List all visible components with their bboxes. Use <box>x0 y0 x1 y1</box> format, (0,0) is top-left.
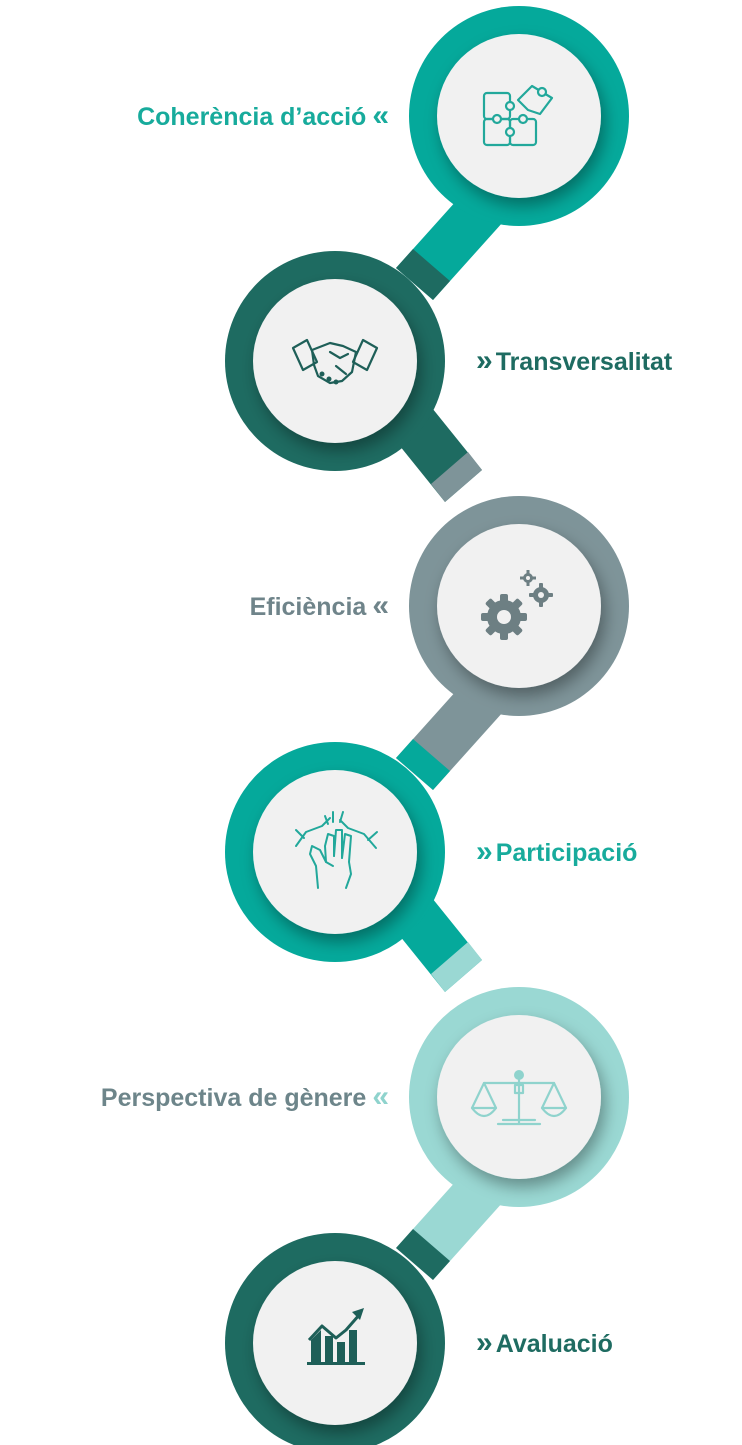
step-title: Eficiència <box>249 593 367 621</box>
connector-3-shade <box>396 739 450 790</box>
gears-icon <box>481 570 553 640</box>
chevron-right-icon: » <box>476 344 493 377</box>
inner-circle-2 <box>253 279 417 443</box>
scale-icon <box>470 1070 568 1126</box>
label-perspectiva-genere: Perspectiva de gènere« <box>0 1067 392 1127</box>
step-title: Coherència d’acció <box>137 103 367 131</box>
connector-5-shade <box>396 1229 450 1280</box>
step-title: Transversalitat <box>495 348 673 376</box>
step-title: Avaluació <box>495 1330 613 1358</box>
handshake-icon <box>291 338 379 385</box>
inner-circle-6 <box>253 1261 417 1425</box>
label-transversalitat: »Transversalitat <box>470 331 672 391</box>
label-coherencia-accio: Coherència d’acció« <box>0 86 392 146</box>
connector-4-shade <box>431 942 482 992</box>
puzzle-icon <box>482 84 554 147</box>
label-eficiencia: Eficiència« <box>0 576 392 636</box>
chevron-right-icon: » <box>476 835 493 868</box>
step-title: Perspectiva de gènere <box>100 1084 367 1112</box>
connector-1-shade <box>396 249 450 300</box>
chevron-left-icon: « <box>372 589 389 622</box>
chevron-left-icon: « <box>372 99 389 132</box>
chevron-left-icon: « <box>372 1080 389 1113</box>
label-avaluacio: »Avaluació <box>470 1313 613 1373</box>
step-title: Participació <box>495 839 638 867</box>
hands-icon <box>295 811 378 889</box>
connector-2-shade <box>431 452 482 502</box>
label-participacio: »Participació <box>470 822 637 882</box>
chevron-right-icon: » <box>476 1326 493 1359</box>
growth-chart-icon <box>307 1308 365 1365</box>
